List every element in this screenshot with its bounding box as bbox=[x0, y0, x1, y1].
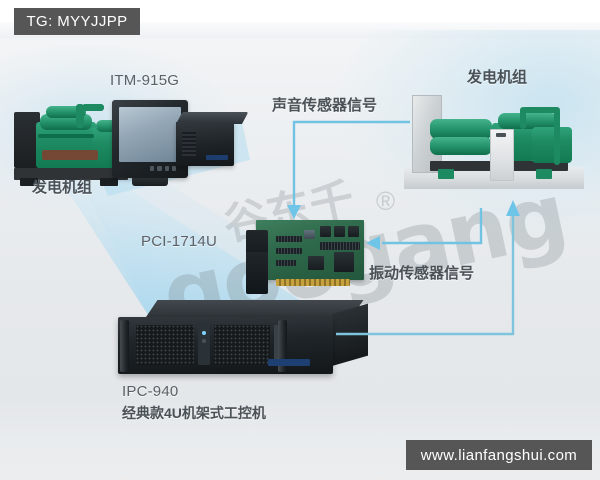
generator-right-image bbox=[404, 95, 584, 195]
ipc-to-generator-line bbox=[336, 215, 515, 336]
generator-left-image bbox=[12, 104, 130, 186]
sound-signal-line bbox=[292, 120, 410, 208]
monitor-stand bbox=[132, 178, 168, 186]
label-generator-right: 发电机组 bbox=[467, 69, 528, 86]
pci-card-image bbox=[246, 218, 364, 294]
panel-monitor-image bbox=[112, 100, 188, 186]
label-vibration-sensor-signal: 振动传感器信号 bbox=[369, 265, 475, 282]
vibration-signal-arrowhead bbox=[366, 236, 380, 250]
vibration-signal-line bbox=[382, 208, 483, 245]
box-pc-image bbox=[176, 112, 249, 174]
ipc-chassis-image bbox=[118, 300, 368, 380]
label-pci-1714u: PCI-1714U bbox=[141, 233, 218, 250]
sound-signal-arrowhead bbox=[287, 205, 301, 219]
monitor-buttons bbox=[150, 166, 176, 171]
ipc-to-generator-arrowhead bbox=[506, 200, 520, 216]
label-itm-915g: ITM-915G bbox=[110, 72, 180, 89]
label-ipc-description: 经典款4U机架式工控机 bbox=[122, 405, 266, 421]
website-watermark-badge: www.lianfangshui.com bbox=[406, 440, 592, 470]
label-generator-left: 发电机组 bbox=[32, 179, 93, 196]
monitor-screen bbox=[119, 107, 181, 162]
label-ipc-940: IPC-940 bbox=[122, 383, 179, 400]
telegram-handle-badge: TG: MYYJJPP bbox=[14, 8, 140, 35]
label-sound-sensor-signal: 声音传感器信号 bbox=[272, 97, 378, 114]
